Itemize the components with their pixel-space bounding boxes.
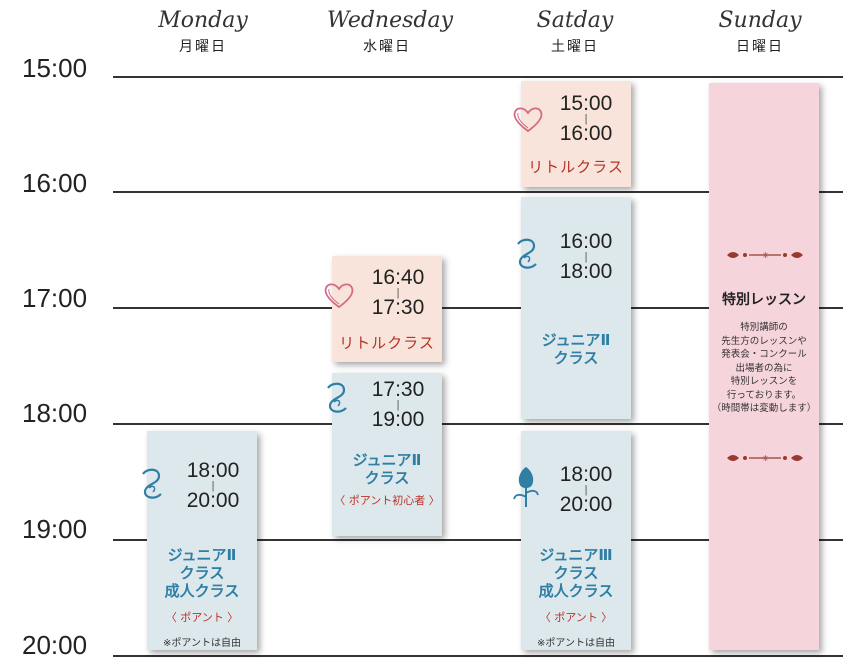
hour-label: 16:00 xyxy=(22,168,88,198)
start-time: 16:00 xyxy=(559,230,613,253)
description-line: 行っております。 xyxy=(726,389,802,401)
hour-rule xyxy=(113,76,843,78)
end-time: 17:30 xyxy=(371,296,425,319)
time-separator: | xyxy=(396,399,400,411)
class-name: リトルクラス xyxy=(339,334,435,352)
hour-label: 17:00 xyxy=(22,283,88,313)
special-lesson-title: 特別レッスン xyxy=(722,292,806,308)
end-time: 16:00 xyxy=(559,122,613,145)
ornament-icon: ❈ xyxy=(727,454,803,463)
heart-icon xyxy=(513,107,543,133)
class-card-wed-little[interactable]: 16:40 | 17:30 リトルクラス xyxy=(332,256,442,362)
day-name-en: Sunday xyxy=(718,8,802,33)
tulip-icon xyxy=(513,467,539,507)
start-time: 16:40 xyxy=(371,266,425,289)
day-name-jp: 土曜日 xyxy=(551,39,599,55)
hour-label: 20:00 xyxy=(22,630,88,660)
class-name: ジュニアⅡ クラス xyxy=(332,451,442,487)
class-name: ジュニアⅡ クラス 成人クラス xyxy=(147,546,257,600)
description-line: 発表会・コンクール xyxy=(721,349,807,360)
day-name-en: Satday xyxy=(536,8,614,33)
class-name-line: クラス xyxy=(364,469,410,487)
description-line: 特別講師の xyxy=(740,322,788,333)
class-time: 15:00 | 16:00 xyxy=(541,93,631,145)
day-name-en: Monday xyxy=(158,8,248,33)
class-card-mon-junior2[interactable]: 18:00 | 20:00 ジュニアⅡ クラス 成人クラス 〈 ポアント 〉 ※… xyxy=(147,431,257,650)
end-time: 18:00 xyxy=(559,260,613,283)
day-header-monday: Monday 月曜日 xyxy=(143,6,263,56)
swirl-icon xyxy=(142,468,162,499)
description-line: 特別レッスンを xyxy=(730,376,798,387)
hour-rule xyxy=(113,539,843,541)
end-time: 20:00 xyxy=(559,493,613,516)
hour-rule xyxy=(113,307,843,309)
class-card-sat-junior2[interactable]: 16:00 | 18:00 ジュニアⅡ クラス xyxy=(521,197,631,419)
class-card-sat-junior3[interactable]: 18:00 | 20:00 ジュニアⅢ クラス 成人クラス 〈 ポアント 〉 ※… xyxy=(521,431,631,650)
pointe-tag: 〈 ポアント初心者 〉 xyxy=(334,494,440,507)
class-name-line: クラス xyxy=(553,564,599,582)
day-header-sunday: Sunday 日曜日 xyxy=(700,6,820,56)
class-time: 16:40 | 17:30 xyxy=(354,267,442,319)
swirl-icon xyxy=(517,238,537,269)
class-name: ジュニアⅢ クラス 成人クラス xyxy=(521,546,631,600)
start-time: 17:30 xyxy=(371,378,425,401)
hour-rule xyxy=(113,655,843,657)
ornament-icon: ❈ xyxy=(727,251,803,260)
svg-text:❈: ❈ xyxy=(762,454,769,463)
pointe-tag: 〈 ポアント 〉 xyxy=(539,611,613,624)
class-time: 17:30 | 19:00 xyxy=(354,379,442,431)
hour-label: 19:00 xyxy=(22,514,88,544)
hour-label: 15:00 xyxy=(22,53,88,83)
day-name-jp: 水曜日 xyxy=(363,39,411,55)
class-time: 18:00 | 20:00 xyxy=(169,460,257,512)
time-separator: | xyxy=(584,251,588,263)
class-name-line: ジュニアⅡ xyxy=(352,451,422,469)
swirl-icon xyxy=(327,382,347,413)
start-time: 18:00 xyxy=(559,463,613,486)
class-name-line: ジュニアⅡ xyxy=(541,331,611,349)
time-separator: | xyxy=(211,480,215,492)
pointe-note: ※ポアントは自由 xyxy=(163,638,241,649)
day-header-wednesday: Wednesday 水曜日 xyxy=(327,6,454,56)
start-time: 15:00 xyxy=(559,92,613,115)
heart-icon xyxy=(324,283,354,309)
end-time: 20:00 xyxy=(186,489,240,512)
class-name: リトルクラス xyxy=(528,158,624,176)
svg-text:❈: ❈ xyxy=(762,251,769,260)
end-time: 19:00 xyxy=(371,408,425,431)
class-name-line: ジュニアⅡ xyxy=(167,546,237,564)
class-time: 18:00 | 20:00 xyxy=(541,464,631,516)
class-card-sat-little[interactable]: 15:00 | 16:00 リトルクラス xyxy=(521,81,631,187)
day-name-jp: 月曜日 xyxy=(179,39,227,55)
time-separator: | xyxy=(584,484,588,496)
class-card-wed-junior2[interactable]: 17:30 | 19:00 ジュニアⅡ クラス 〈 ポアント初心者 〉 xyxy=(332,373,442,536)
class-name-line: クラス xyxy=(179,564,225,582)
description-line: （時間帯は変動します） xyxy=(711,403,817,414)
day-header-saturday: Satday 土曜日 xyxy=(515,6,635,56)
special-lesson-description: 特別講師の 先生方のレッスンや 発表会・コンクール 出場者の為に 特別レッスンを… xyxy=(709,321,819,416)
time-separator: | xyxy=(396,287,400,299)
class-time: 16:00 | 18:00 xyxy=(541,231,631,283)
special-lesson-card[interactable]: ❈ 特別レッスン 特別講師の 先生方のレッスンや 発表会・コンクール 出場者の為… xyxy=(709,83,819,650)
class-name-line: 成人クラス xyxy=(538,582,614,600)
day-name-en: Wednesday xyxy=(327,8,454,33)
class-name-line: ジュニアⅢ xyxy=(539,546,613,564)
description-line: 先生方のレッスンや xyxy=(721,335,807,347)
class-name: ジュニアⅡ クラス xyxy=(521,331,631,367)
pointe-note: ※ポアントは自由 xyxy=(537,638,615,649)
class-name-line: クラス xyxy=(553,349,599,367)
hour-label: 18:00 xyxy=(22,398,88,428)
class-name-line: 成人クラス xyxy=(164,582,240,600)
pointe-tag: 〈 ポアント 〉 xyxy=(165,611,239,624)
hour-rule xyxy=(113,191,843,193)
time-separator: | xyxy=(584,113,588,125)
start-time: 18:00 xyxy=(186,459,240,482)
day-name-jp: 日曜日 xyxy=(736,39,784,55)
hour-rule xyxy=(113,423,843,425)
description-line: 出場者の為に xyxy=(735,362,793,374)
